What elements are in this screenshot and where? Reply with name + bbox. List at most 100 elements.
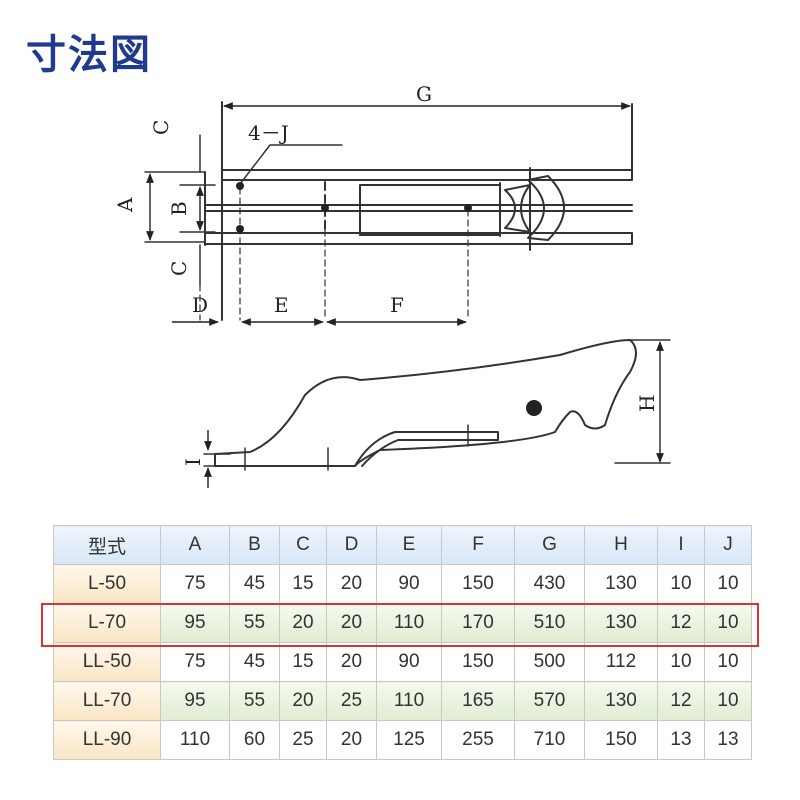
table-cell: 20 bbox=[326, 564, 377, 604]
drawing-line bbox=[614, 339, 671, 464]
table-header: E bbox=[376, 525, 442, 565]
table-row: LL-70 95 55 20 25 110 165 570 130 12 10 bbox=[53, 681, 752, 721]
table-cell: 20 bbox=[279, 603, 327, 643]
table-header: A bbox=[160, 525, 230, 565]
table-row: L-70 95 55 20 20 110 170 510 130 12 10 bbox=[53, 603, 752, 643]
table-cell: 150 bbox=[584, 720, 658, 760]
table-cell: 110 bbox=[376, 603, 442, 643]
roller-shape bbox=[504, 184, 531, 233]
table-header: D bbox=[326, 525, 377, 565]
table-cell: 10 bbox=[657, 642, 705, 682]
drawing-line bbox=[244, 424, 469, 471]
table-cell: 430 bbox=[514, 564, 585, 604]
table-cell: 20 bbox=[326, 603, 377, 643]
table-cell: 10 bbox=[704, 564, 752, 604]
table-header: H bbox=[584, 525, 658, 565]
table-cell: 112 bbox=[584, 642, 658, 682]
drawing-line bbox=[359, 184, 501, 236]
table-cell: 13 bbox=[704, 720, 752, 760]
drawing-line bbox=[203, 453, 231, 467]
model-cell: LL-70 bbox=[53, 681, 161, 721]
table-cell: 150 bbox=[441, 642, 515, 682]
table-cell: 55 bbox=[229, 603, 280, 643]
model-cell: L-50 bbox=[53, 564, 161, 604]
label-g: G bbox=[416, 82, 432, 106]
table-row: LL-90 110 60 25 20 125 255 710 150 13 13 bbox=[53, 720, 752, 760]
drawing-line bbox=[221, 169, 633, 181]
table-header: F bbox=[441, 525, 515, 565]
table-cell: 165 bbox=[441, 681, 515, 721]
model-cell: LL-90 bbox=[53, 720, 161, 760]
label-h: H bbox=[635, 395, 659, 412]
table-cell: 95 bbox=[160, 603, 230, 643]
label-a: A bbox=[113, 197, 137, 213]
table-cell: 110 bbox=[376, 681, 442, 721]
table-cell: 60 bbox=[229, 720, 280, 760]
label-i: I bbox=[181, 458, 205, 466]
table-cell: 15 bbox=[279, 564, 327, 604]
label-c: C bbox=[167, 261, 191, 276]
model-cell: L-70 bbox=[53, 603, 161, 643]
table-cell: 570 bbox=[514, 681, 585, 721]
table-cell: 500 bbox=[514, 642, 585, 682]
table-cell: 170 bbox=[441, 603, 515, 643]
label-b: B bbox=[167, 201, 191, 216]
table-cell: 95 bbox=[160, 681, 230, 721]
table-header: G bbox=[514, 525, 585, 565]
table-cell: 10 bbox=[704, 681, 752, 721]
table-row: LL-50 75 45 15 20 90 150 500 112 10 10 bbox=[53, 642, 752, 682]
table-cell: 10 bbox=[704, 603, 752, 643]
hole-mark bbox=[236, 182, 244, 190]
hole-mark bbox=[236, 225, 244, 233]
table-cell: 10 bbox=[704, 642, 752, 682]
table-cell: 75 bbox=[160, 564, 230, 604]
label-c: C bbox=[149, 120, 173, 135]
hole-mark bbox=[464, 204, 472, 212]
table-cell: 255 bbox=[441, 720, 515, 760]
table-cell: 20 bbox=[326, 720, 377, 760]
table-cell: 13 bbox=[657, 720, 705, 760]
page-title: 寸法図 bbox=[26, 32, 152, 78]
table-cell: 55 bbox=[229, 681, 280, 721]
table-cell: 125 bbox=[376, 720, 442, 760]
table-cell: 150 bbox=[441, 564, 515, 604]
table-header: 型式 bbox=[53, 525, 161, 565]
table-cell: 130 bbox=[584, 564, 658, 604]
table-cell: 130 bbox=[584, 603, 658, 643]
model-cell: LL-50 bbox=[53, 642, 161, 682]
spec-table: 型式 A B C D E F G H I J L-50 75 45 15 20 … bbox=[53, 525, 752, 760]
drawing-line bbox=[179, 184, 216, 233]
hole-mark bbox=[321, 204, 329, 212]
leader-line bbox=[239, 144, 343, 185]
table-header: I bbox=[657, 525, 705, 565]
table-cell: 12 bbox=[657, 603, 705, 643]
label-e: E bbox=[274, 293, 289, 317]
table-header: B bbox=[229, 525, 280, 565]
table-cell: 20 bbox=[279, 681, 327, 721]
table-header: C bbox=[279, 525, 327, 565]
table-row: L-50 75 45 15 20 90 150 430 130 10 10 bbox=[53, 564, 752, 604]
table-cell: 45 bbox=[229, 564, 280, 604]
roller-shape bbox=[527, 175, 565, 241]
table-header: J bbox=[704, 525, 752, 565]
table-cell: 10 bbox=[657, 564, 705, 604]
table-cell: 75 bbox=[160, 642, 230, 682]
table-cell: 25 bbox=[279, 720, 327, 760]
table-cell: 45 bbox=[229, 642, 280, 682]
table-cell: 710 bbox=[514, 720, 585, 760]
table-cell: 130 bbox=[584, 681, 658, 721]
table-cell: 20 bbox=[326, 642, 377, 682]
table-cell: 90 bbox=[376, 564, 442, 604]
drawing-line bbox=[144, 171, 206, 243]
table-header-row: 型式 A B C D E F G H I J bbox=[53, 525, 752, 565]
label-d: D bbox=[192, 293, 208, 317]
drawing-line bbox=[204, 232, 633, 245]
label-f: F bbox=[390, 293, 404, 317]
pin-mark bbox=[526, 400, 542, 416]
table-cell: 510 bbox=[514, 603, 585, 643]
table-cell: 25 bbox=[326, 681, 377, 721]
table-cell: 15 bbox=[279, 642, 327, 682]
side-profile bbox=[214, 339, 637, 467]
dimension-drawing: G C 4－J A B C D E F H I bbox=[113, 82, 671, 488]
side-inner bbox=[354, 431, 499, 467]
